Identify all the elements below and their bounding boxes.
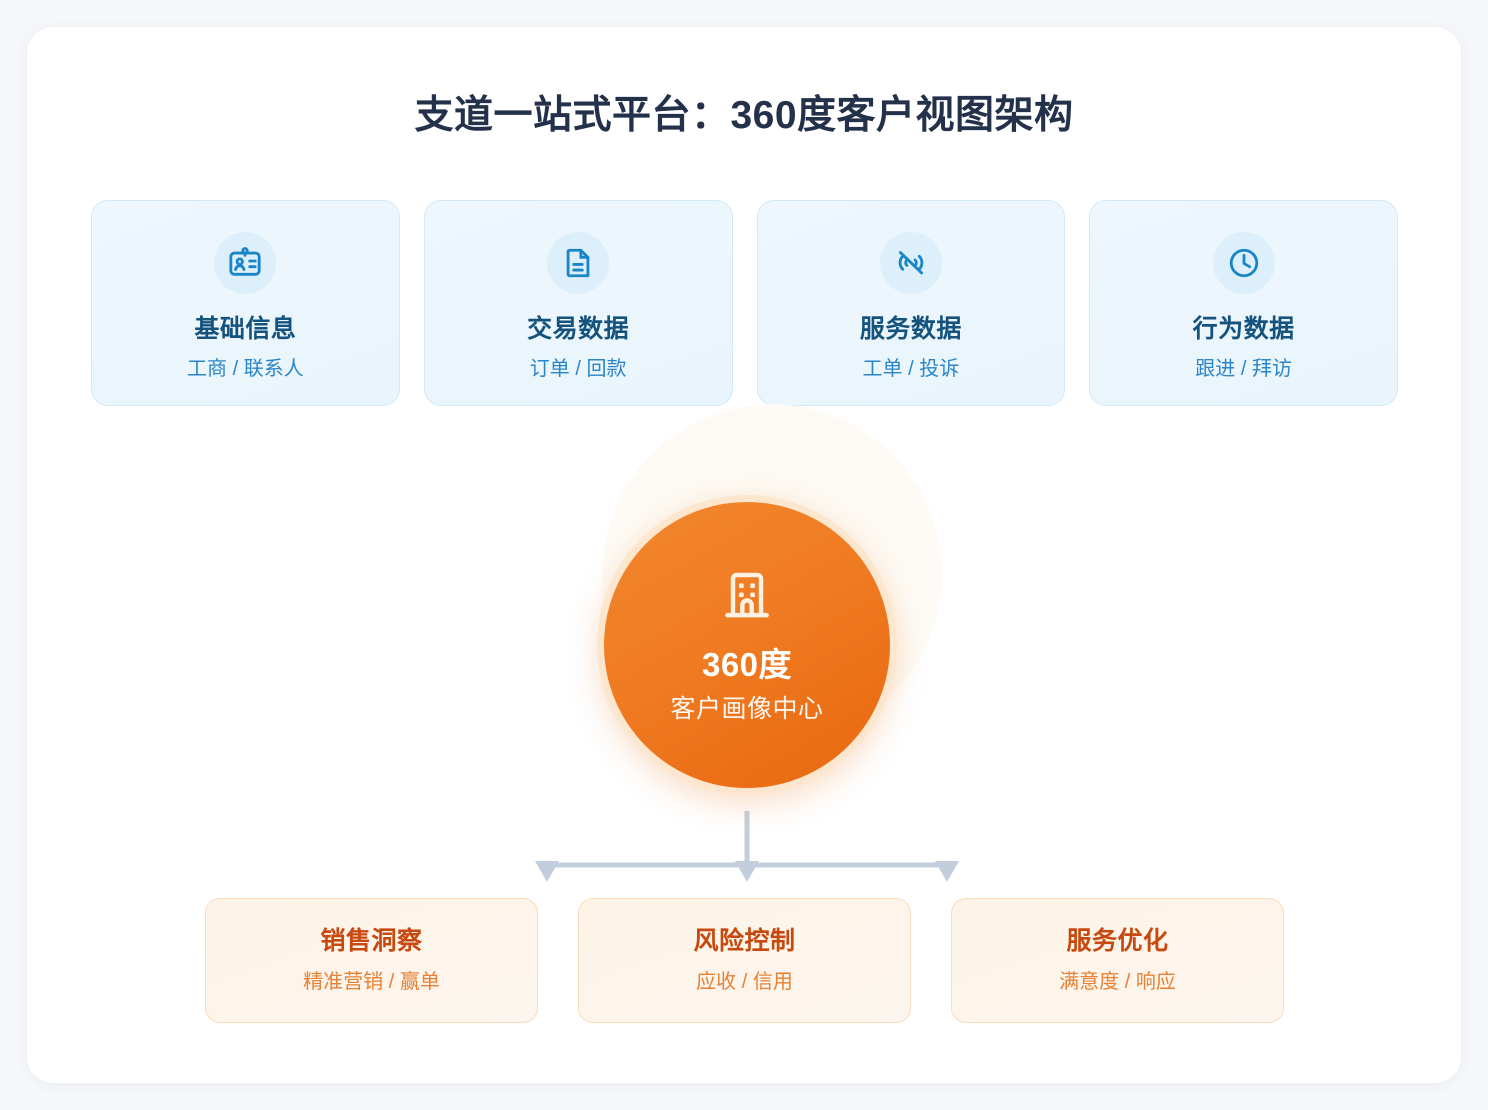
source-card-subtitle: 跟进 / 拜访 [1195,358,1292,380]
source-card-subtitle: 工单 / 投诉 [862,358,960,380]
page-title: 支道一站式平台：360度客户视图架构 [414,94,1074,137]
outcome-card-sales-insight[interactable]: 销售洞察 精准营销 / 赢单 [205,898,538,1023]
diagram-panel: 支道一站式平台：360度客户视图架构 [27,27,1461,1083]
hub-title: 360度 [701,646,793,683]
source-card-service-data[interactable]: 服务数据 工单 / 投诉 [756,200,1066,406]
outcome-cards: 销售洞察 精准营销 / 赢单 风险控制 应收 / 信用 服务优化 满意度 / 响… [205,898,1284,1023]
outcome-card-title: 风险控制 [693,927,796,955]
source-card-transaction-data[interactable]: 交易数据 订单 / 回款 [423,200,733,406]
id-card-icon [214,232,277,294]
outcome-card-title: 服务优化 [1066,927,1169,955]
building-icon [719,568,775,624]
signal-off-icon [879,232,942,294]
source-card-title: 基础信息 [194,315,297,343]
outcome-card-risk-control[interactable]: 风险控制 应收 / 信用 [578,898,911,1023]
source-card-title: 行为数据 [1192,315,1295,343]
hub-subtitle: 客户画像中心 [670,695,824,723]
source-card-subtitle: 工商 / 联系人 [187,358,304,380]
data-source-cards: 基础信息 工商 / 联系人 交易数据 订单 / 回款 [91,200,1398,406]
outcome-card-service-optimization[interactable]: 服务优化 满意度 / 响应 [951,898,1284,1023]
outcome-card-subtitle: 满意度 / 响应 [1059,971,1176,993]
source-card-title: 交易数据 [527,315,630,343]
hub-to-outcomes-arrows [535,811,959,882]
source-card-basic-info[interactable]: 基础信息 工商 / 联系人 [91,200,400,406]
outcome-card-title: 销售洞察 [320,927,423,955]
outcome-card-subtitle: 应收 / 信用 [696,971,793,993]
outcome-card-subtitle: 精准营销 / 赢单 [303,971,440,993]
document-icon [547,232,610,294]
clock-icon [1212,232,1275,294]
source-card-subtitle: 订单 / 回款 [529,358,627,380]
hub-circle-360-customer-profile[interactable]: 360度 客户画像中心 [597,495,897,795]
source-card-title: 服务数据 [859,315,962,343]
source-card-behavior-data[interactable]: 行为数据 跟进 / 拜访 [1089,200,1398,406]
